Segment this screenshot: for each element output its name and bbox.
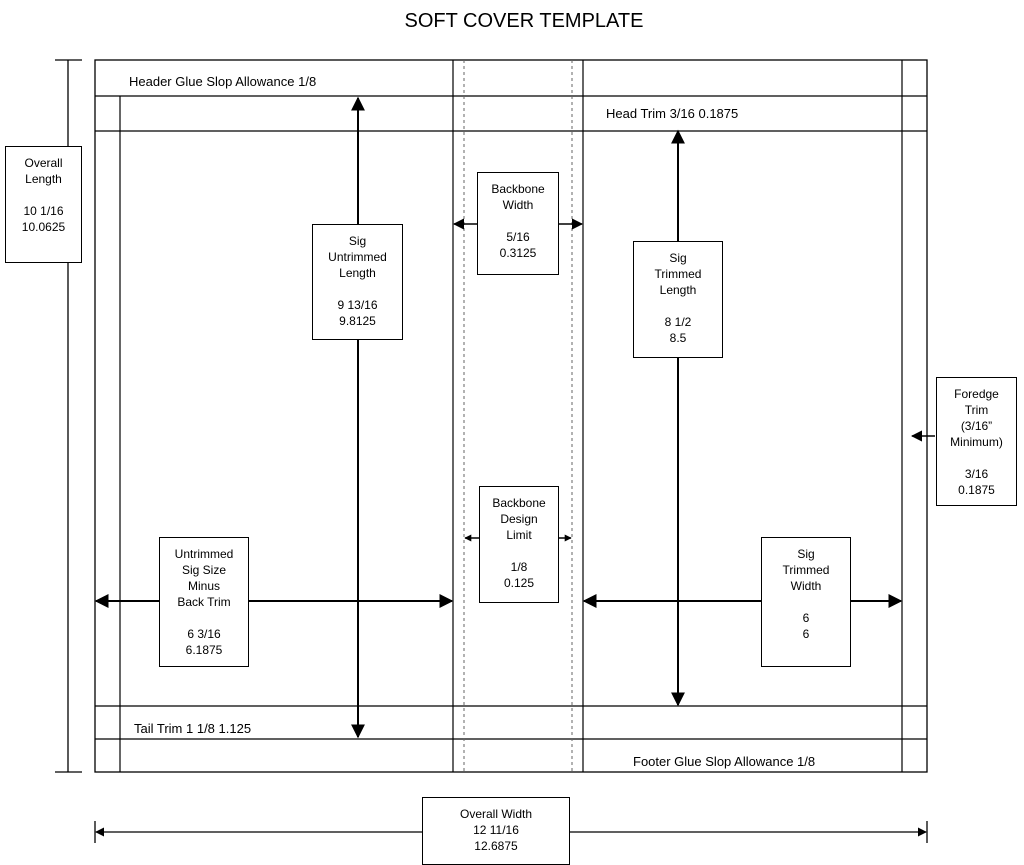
backbone-design-limit-title-2: Design: [500, 512, 538, 526]
sig-untrimmed-length-fraction: 9 13/16: [337, 298, 378, 312]
sig-trimmed-length-title-3: Length: [659, 283, 697, 297]
overall-length-title-1: Overall: [24, 156, 63, 170]
sig-untrimmed-length-title-3: Length: [339, 266, 376, 280]
sig-untrimmed-length-title-2: Untrimmed: [328, 250, 387, 264]
backbone-width-fraction: 5/16: [506, 230, 530, 244]
overall-width-box: Overall Width 12 11/16 12.6875: [422, 797, 570, 865]
untrimmed-sig-size-fraction: 6 3/16: [187, 627, 221, 641]
sig-trimmed-length-box: Sig Trimmed Length 8 1/2 8.5: [633, 241, 723, 358]
sig-trimmed-width-title-2: Trimmed: [782, 563, 830, 577]
backbone-width-title-2: Width: [502, 198, 534, 212]
backbone-width-title-1: Backbone: [491, 182, 545, 196]
overall-width-fraction: 12 11/16: [473, 823, 519, 837]
sig-untrimmed-length-box: Sig Untrimmed Length 9 13/16 9.8125: [312, 224, 403, 340]
sig-trimmed-length-title-2: Trimmed: [654, 267, 702, 281]
sig-trimmed-width-title-3: Width: [790, 579, 822, 593]
foredge-trim-title-3: (3/16”: [960, 419, 993, 433]
overall-width-decimal: 12.6875: [474, 839, 518, 853]
header-glue-label: Header Glue Slop Allowance 1/8: [129, 74, 317, 89]
backbone-design-limit-fraction: 1/8: [510, 560, 528, 574]
backbone-width-box: Backbone Width 5/16 0.3125: [477, 172, 559, 275]
tail-trim-label: Tail Trim 1 1/8 1.125: [134, 721, 252, 736]
overall-length-decimal: 10.0625: [21, 220, 66, 234]
foredge-trim-title-2: Trim: [964, 403, 989, 417]
cover-outline: [94, 59, 928, 773]
sig-untrimmed-length-title-1: Sig: [348, 234, 367, 248]
sig-untrimmed-length-decimal: 9.8125: [339, 314, 376, 328]
overall-length-fraction: 10 1/16: [23, 204, 64, 218]
sig-trimmed-width-decimal: 6: [802, 627, 810, 641]
footer-glue-label: Footer Glue Slop Allowance 1/8: [633, 754, 816, 769]
sig-trimmed-width-fraction: 6: [802, 611, 810, 625]
backbone-design-limit-title-3: Limit: [506, 528, 532, 542]
sig-trimmed-width-title-1: Sig: [797, 547, 815, 561]
untrimmed-sig-size-title-4: Back Trim: [177, 595, 231, 609]
overall-width-title: Overall Width: [459, 807, 533, 821]
untrimmed-sig-size-decimal: 6.1875: [185, 643, 223, 657]
sig-trimmed-width-box: Sig Trimmed Width 6 6: [761, 537, 851, 667]
backbone-design-limit-title-1: Backbone: [492, 496, 546, 510]
untrimmed-sig-size-title-2: Sig Size: [181, 563, 227, 577]
foredge-trim-title-4: Minimum): [950, 435, 1003, 449]
untrimmed-sig-size-title-1: Untrimmed: [174, 547, 234, 561]
backbone-design-limit-box: Backbone Design Limit 1/8 0.125: [479, 486, 559, 603]
overall-length-title-2: Length: [25, 172, 62, 186]
sig-trimmed-length-fraction: 8 1/2: [664, 315, 692, 329]
sig-trimmed-length-title-1: Sig: [669, 251, 687, 265]
foredge-trim-box: Foredge Trim (3/16” Minimum) 3/16 0.1875: [936, 377, 1017, 506]
backbone-design-limit-decimal: 0.125: [503, 576, 535, 590]
sig-trimmed-length-decimal: 8.5: [669, 331, 687, 345]
foredge-trim-fraction: 3/16: [964, 467, 989, 481]
foredge-trim-decimal: 0.1875: [958, 483, 995, 497]
untrimmed-sig-size-title-3: Minus: [187, 579, 220, 593]
untrimmed-sig-size-box: Untrimmed Sig Size Minus Back Trim 6 3/1…: [159, 537, 249, 667]
head-trim-label: Head Trim 3/16 0.1875: [606, 106, 739, 121]
overall-length-box: Overall Length 10 1/16 10.0625: [5, 146, 82, 263]
page-title: SOFT COVER TEMPLATE: [404, 10, 644, 32]
backbone-width-decimal: 0.3125: [499, 246, 537, 260]
foredge-trim-title-1: Foredge: [954, 387, 999, 401]
